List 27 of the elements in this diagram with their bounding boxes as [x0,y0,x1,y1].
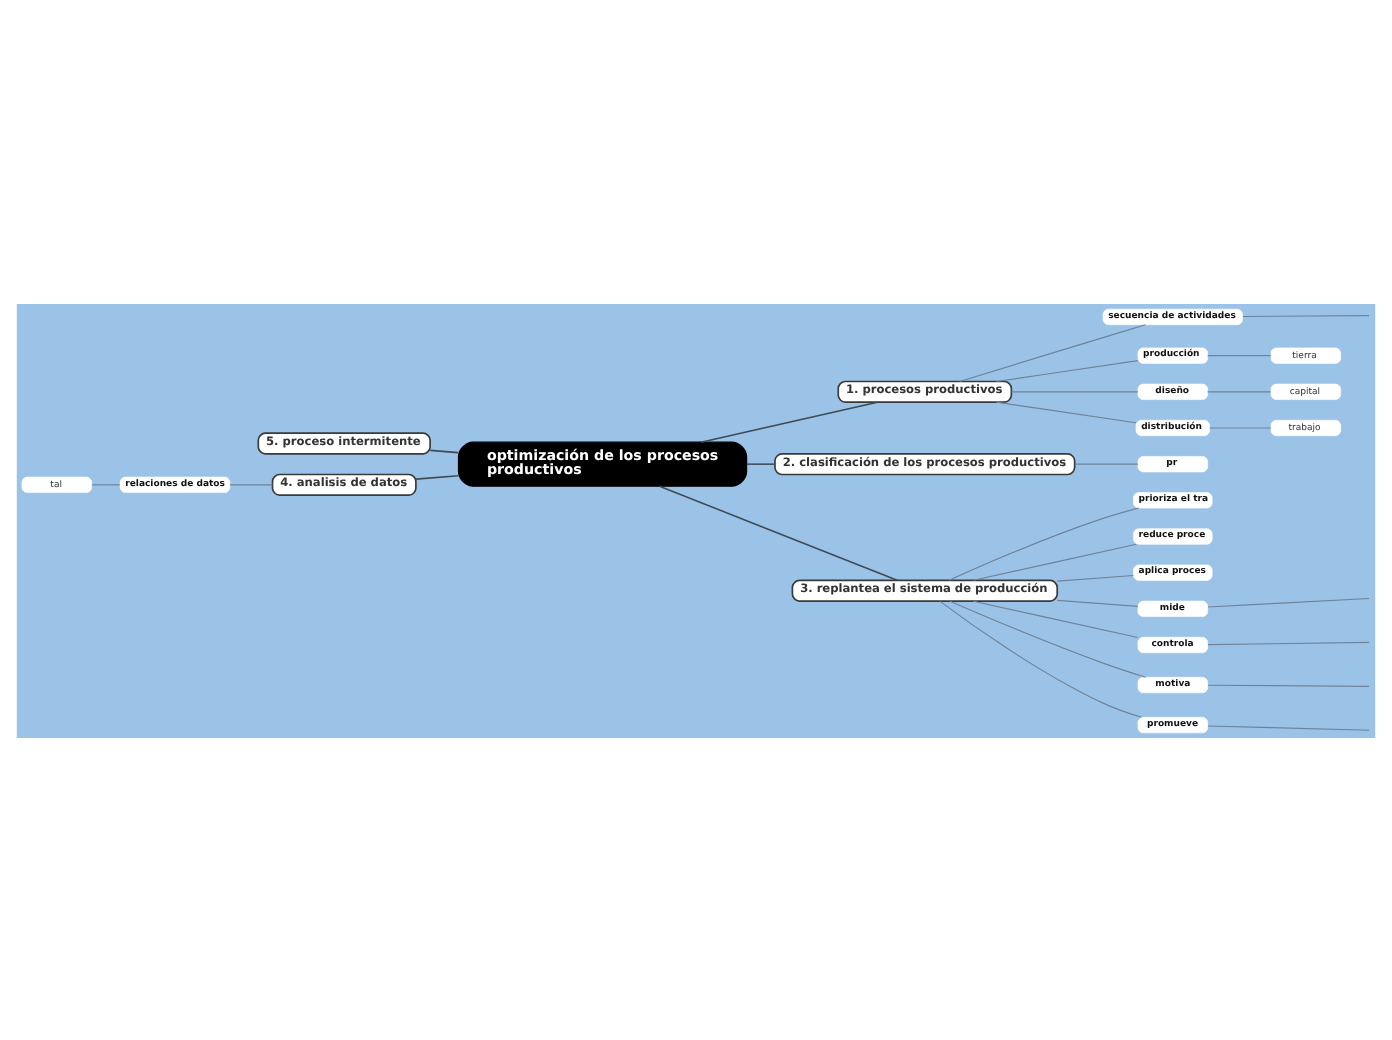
connector [1011,390,1139,392]
connector [415,473,460,479]
connector [1242,314,1370,317]
connector [995,400,1137,423]
connector [1074,462,1139,464]
connector [995,359,1139,382]
connector [1207,724,1370,730]
connector [1207,596,1370,607]
connector [972,599,1139,638]
connector [1209,426,1272,428]
connector [746,462,776,464]
connector [959,323,1147,382]
connector [429,448,459,453]
connector [229,483,273,485]
connector [1056,598,1139,606]
connector [1207,390,1272,392]
connector [972,542,1137,580]
connector [1207,683,1370,686]
connector [949,599,1147,677]
connector [939,599,1143,717]
connector [91,483,121,485]
connector [948,506,1140,580]
connector [658,484,898,581]
connector [1207,640,1370,645]
connector [700,400,879,442]
connector [1056,573,1134,581]
connector [1207,354,1272,356]
